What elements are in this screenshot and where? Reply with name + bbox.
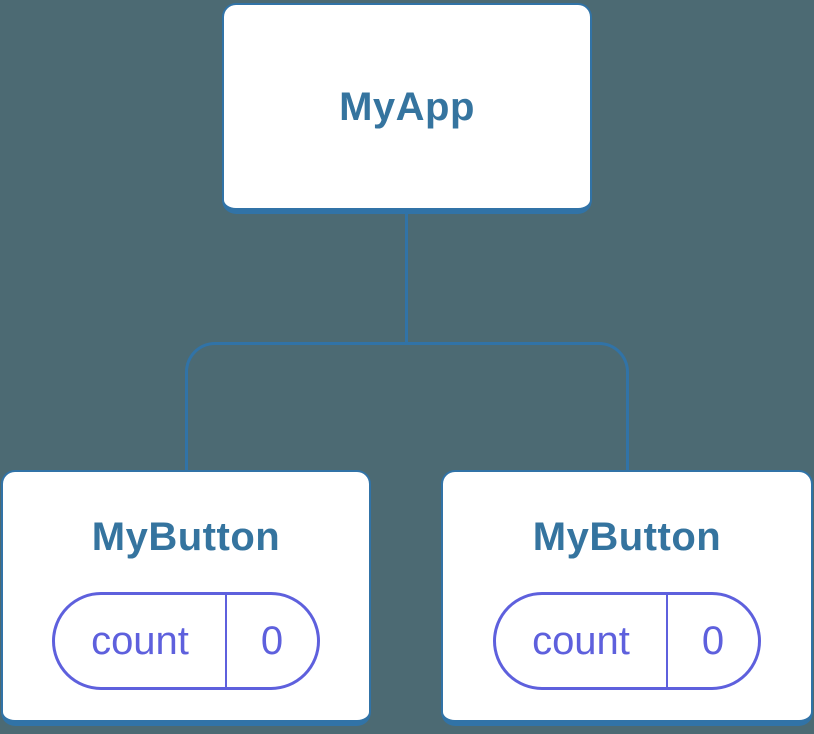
state-pill: count 0	[52, 592, 320, 690]
state-pill: count 0	[493, 592, 761, 690]
root-node-label: MyApp	[339, 84, 475, 129]
child-node-label: MyButton	[91, 515, 281, 559]
state-value: 0	[260, 618, 284, 663]
component-node-root: MyApp	[222, 3, 592, 214]
component-node-child-right: MyButton count 0	[441, 470, 813, 726]
child-node-label: MyButton	[532, 515, 722, 559]
connector-fork	[185, 342, 629, 470]
connector-stub	[405, 213, 408, 343]
state-key-label: count	[55, 595, 227, 687]
state-value: 0	[701, 618, 725, 663]
state-key-label: count	[496, 595, 668, 687]
component-node-child-left: MyButton count 0	[1, 470, 371, 726]
